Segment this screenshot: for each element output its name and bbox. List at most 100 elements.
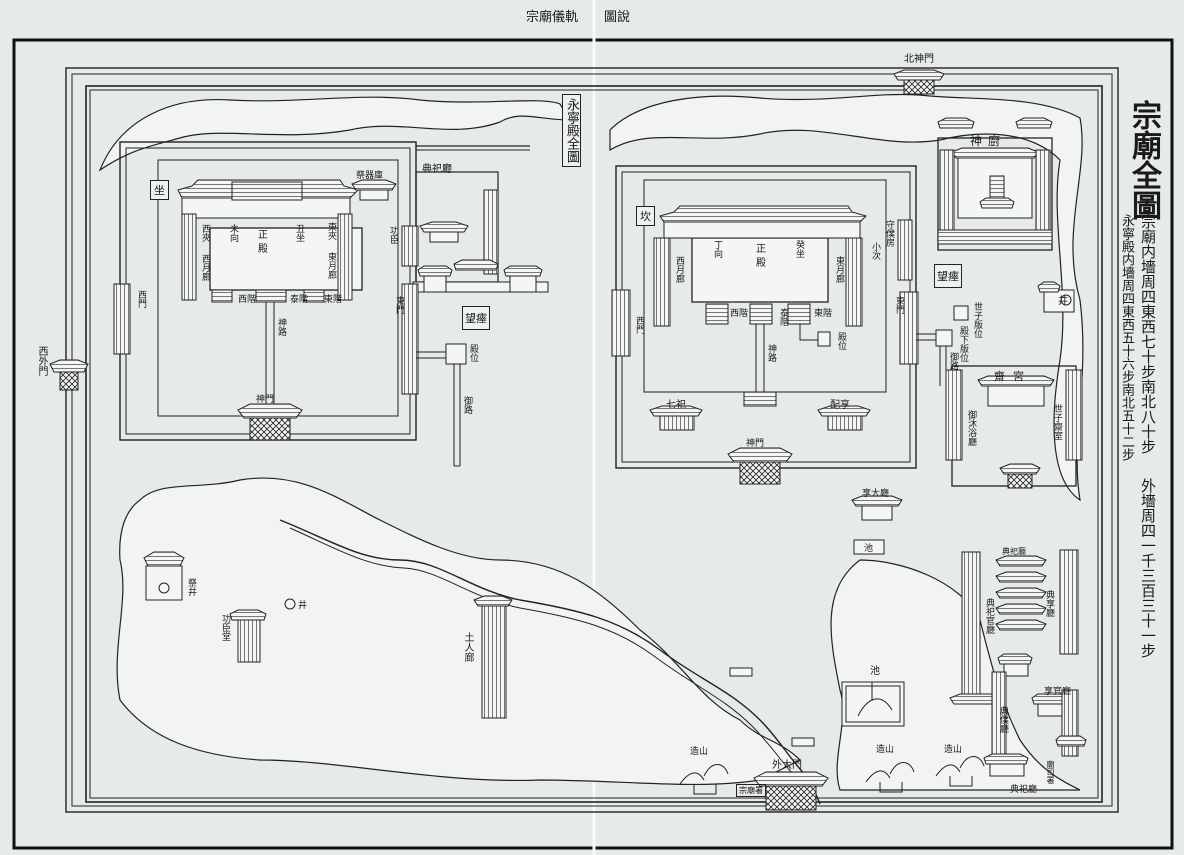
yongnyeong-east-stairs: 東階 [324, 295, 343, 305]
stream [279, 519, 821, 805]
jeongjeon-mangmyo-label: 望瘞 [934, 264, 962, 288]
jeondae-label: 典祀廳 [1002, 547, 1026, 556]
jeongjeon-main-hall-1: 正 [756, 244, 766, 255]
seven-shrine-label: 七祀 [666, 400, 686, 411]
yongnyeong-jeonwi-label: 殿位 [468, 344, 478, 362]
jeongjeon-spirit-gate: 神門 [746, 439, 765, 449]
merit-pavilion-label: 配享 [830, 400, 850, 411]
jeongjeon-orient-left: 丁向 [712, 240, 722, 258]
yongnyeong-spirit-gate [237, 403, 303, 441]
jeongjeon-main-hall [653, 205, 867, 327]
mid-mountain-label: 造山 [876, 745, 895, 755]
jaegung-compound [945, 365, 1083, 489]
long-corridor-building [473, 595, 513, 719]
merit-pavilion-building [817, 405, 871, 431]
hill-north-east [609, 93, 1084, 502]
west-outer-gate [49, 359, 89, 391]
right-mountain-label: 造山 [944, 745, 963, 755]
jeongjeon-jeonwi-label: 殿位 [836, 332, 846, 350]
jeongjeon-east-stairs: 東階 [814, 309, 833, 319]
yongnyeong-west-side-room: 西夾 [200, 224, 210, 242]
yongnyeong-east-gate: 東門 [394, 296, 404, 314]
jeongjeon-center-stairs: 泰階 [778, 308, 788, 326]
yongnyeong-east-annex: 東月廊 [326, 252, 336, 279]
jeongjeon-west-annex: 西月廊 [674, 256, 684, 283]
guard-room-label: 守僕房 [884, 220, 894, 247]
jeongjeon-west-stairs: 西階 [730, 309, 749, 319]
jeongjeon-spirit-road: 神路 [766, 344, 776, 362]
jeongjeon-east-gate-tower [899, 291, 919, 365]
ritual-well-building [143, 551, 185, 601]
hyangdaecheong-label: 享大廳 [862, 489, 890, 499]
jeongjeon-west-gate: 西門 [634, 316, 644, 334]
east-office-label: 廟司署 [1046, 760, 1055, 784]
east-well [1037, 281, 1075, 313]
jeongjeon-east-gate: 東門 [894, 296, 904, 314]
main-title: 宗廟全圖 [1126, 100, 1161, 220]
yongnyeong-west-gate: 西門 [136, 290, 146, 308]
yongnyeong-orient-right: 丑坐 [294, 224, 304, 242]
yongnyeong-orient-left: 未向 [228, 224, 238, 242]
pond-label: 池 [870, 666, 880, 677]
yongnyeong-main-hall-2: 殿 [258, 244, 268, 255]
seven-shrine-building [649, 405, 703, 431]
east-hall-label: 享官廳 [1044, 687, 1072, 697]
bath-hall-label: 御沐浴廳 [966, 410, 976, 446]
gongsin-hall-label: 功臣堂 [220, 614, 230, 641]
ritual-storage-building [351, 179, 397, 201]
seja-stand-label: 殿下版位 [958, 326, 968, 362]
note-outer-wall: 外墻周四一千三百三十一步 [1139, 478, 1157, 658]
storage-label: 典祀廳 [1010, 785, 1038, 795]
shin-kitchen-compound [937, 117, 1053, 251]
sacrifice-hall-label: 典祀廳 [422, 164, 452, 175]
yongnyeong-east-gate-tower [401, 283, 419, 395]
long-corridor-label: 土人廊 [462, 632, 473, 662]
left-mountain-label: 造山 [690, 747, 709, 757]
yongnyeong-main-hall-1: 正 [258, 230, 268, 241]
sacrifice-hall-building [419, 221, 469, 243]
north-spirit-gate [893, 69, 945, 95]
jeongjeon-main-hall-2: 殿 [756, 258, 766, 269]
pond-small-label: 池 [864, 544, 874, 554]
gongsin-hall-building [229, 609, 267, 663]
yongnyeong-center-stairs: 泰階 [290, 295, 309, 305]
seja-hall-label: 世子齋室 [1052, 404, 1062, 440]
north-gate-label: 北神門 [904, 54, 934, 65]
yongnyeong-west-annex: 西月廊 [200, 254, 210, 281]
well-label: 井 [298, 601, 308, 611]
jeongjeon-royal-road-label: 御路 [948, 352, 958, 370]
page-caption-left: 宗廟儀軌 [526, 10, 579, 25]
small-side-label: 小次 [870, 242, 880, 260]
jaegung-label: 齋宮 [994, 370, 1032, 383]
yongnyeong-spirit-road: 神路 [276, 318, 286, 336]
west-outer-gate-label: 西外門 [36, 346, 47, 376]
shin-kitchen-label: 神廚 [970, 134, 1007, 148]
archive-label: 典享廳 [1044, 590, 1054, 617]
east-south-buildings [841, 495, 1087, 777]
mountain-trees [679, 756, 985, 795]
bridge-1 [729, 667, 753, 677]
office-label: 典僕廳 [998, 706, 1008, 733]
jeongjeon-stairs [705, 303, 811, 407]
jeongjeon-spirit-gate [727, 447, 793, 485]
annex-buildings [417, 259, 543, 293]
ritual-storage-label: 祭器庫 [356, 171, 384, 181]
east-well-label: 井 [1058, 296, 1068, 307]
yongnyeong-panel-title: 永寧殿全圖 [562, 94, 581, 167]
yongnyeong-east-side-room: 東夾 [326, 222, 336, 240]
jeongjeon-west-gate-tower [611, 289, 631, 357]
hill-north-west [98, 96, 572, 172]
note-yongnyeong-wall: 永寧殿内墻周四東西五十六步南北五十二步 [1119, 214, 1134, 461]
yongnyeong-royal-road [416, 343, 467, 467]
aux-hall-label: 典祀官廳 [984, 598, 994, 634]
yongnyeong-direction: 坐 [150, 180, 169, 200]
yongnyeong-west-gate-tower [113, 283, 131, 355]
pond-small [853, 539, 885, 555]
note-inner-wall: 宗廟内墻周四東西七十步南北八十步 [1139, 214, 1157, 454]
ritual-well-label: 祭井 [186, 578, 196, 596]
well-marker [284, 598, 296, 610]
yongnyeong-stairs [211, 289, 325, 404]
yongnyeong-west-stairs: 西階 [238, 295, 257, 305]
